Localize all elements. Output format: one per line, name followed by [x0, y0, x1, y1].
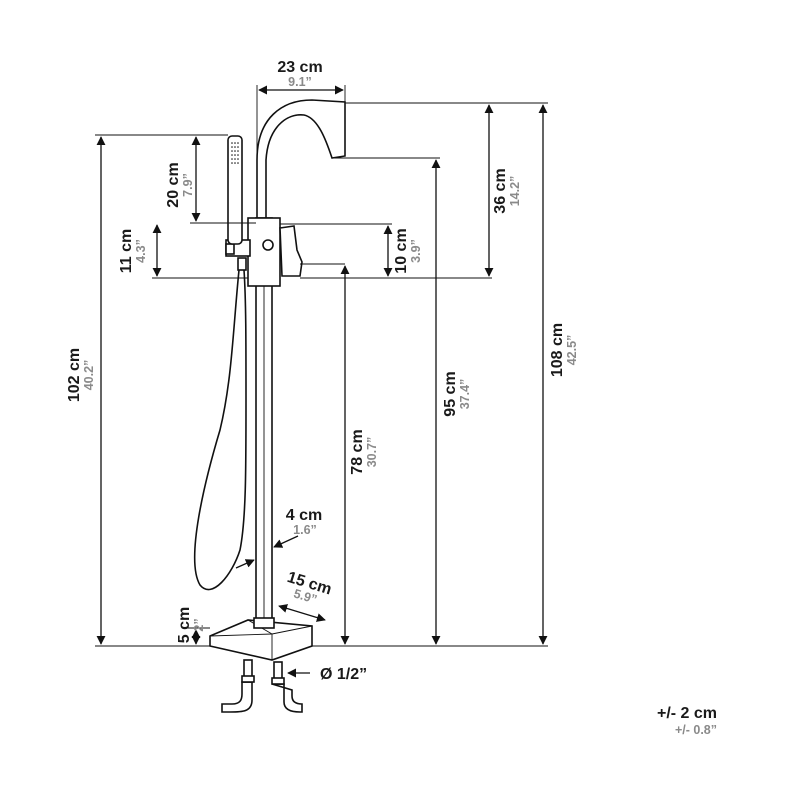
dimension-lines [96, 85, 548, 678]
label-base-height-cm: 5 cm [176, 607, 193, 643]
label-shower-head-in: 7.9” [181, 173, 195, 197]
label-base-height-in: 2” [192, 618, 206, 631]
label-column-height-in: 30.7” [365, 437, 379, 468]
label-connector: Ø 1/2” [320, 666, 367, 683]
label-spout-height-cm: 95 cm [442, 371, 459, 416]
label-handle-cm: 10 cm [393, 228, 410, 273]
label-column-height-cm: 78 cm [349, 429, 366, 474]
label-shower-head-cm: 20 cm [165, 162, 182, 207]
supply-pipe-right [271, 683, 303, 713]
label-total-right-cm: 108 cm [549, 323, 566, 377]
label-top-width-in: 9.1” [288, 75, 312, 89]
labels: 23 cm 9.1” 20 cm 7.9” 11 cm 4.3” 10 cm 3… [66, 59, 717, 737]
spout [256, 99, 346, 218]
label-spout-drop-cm: 36 cm [492, 168, 509, 213]
label-holder-gap-in: 4.3” [134, 239, 148, 263]
mixer-lever [279, 225, 303, 277]
label-base-width-in: 5.9” [292, 586, 319, 606]
label-tolerance-in: +/- 0.8” [675, 723, 717, 737]
supply-pipe-left [221, 681, 253, 713]
label-total-left-cm: 102 cm [66, 348, 83, 402]
label-top-width-cm: 23 cm [277, 59, 322, 76]
label-spout-height-in: 37.4” [458, 379, 472, 410]
label-tolerance-cm: +/- 2 cm [657, 705, 717, 722]
holder-clip [225, 243, 235, 255]
dim-line-base-width [278, 604, 326, 622]
extension-lines [95, 85, 548, 647]
dim-arrow-col-left [235, 559, 255, 569]
label-handle-in: 3.9” [409, 239, 423, 263]
label-column-width-cm: 4 cm [286, 507, 322, 524]
dim-arrow-col-right [273, 535, 299, 548]
label-total-right-in: 42.5” [565, 335, 579, 366]
shower-hose [193, 269, 247, 591]
hand-shower [227, 135, 243, 245]
label-spout-drop-in: 14.2” [508, 176, 522, 207]
label-holder-gap-cm: 11 cm [118, 229, 135, 273]
mixer-body [247, 217, 281, 287]
faucet-drawing [193, 99, 346, 713]
label-column-width-in: 1.6” [293, 523, 317, 537]
label-total-left-in: 40.2” [82, 360, 96, 391]
